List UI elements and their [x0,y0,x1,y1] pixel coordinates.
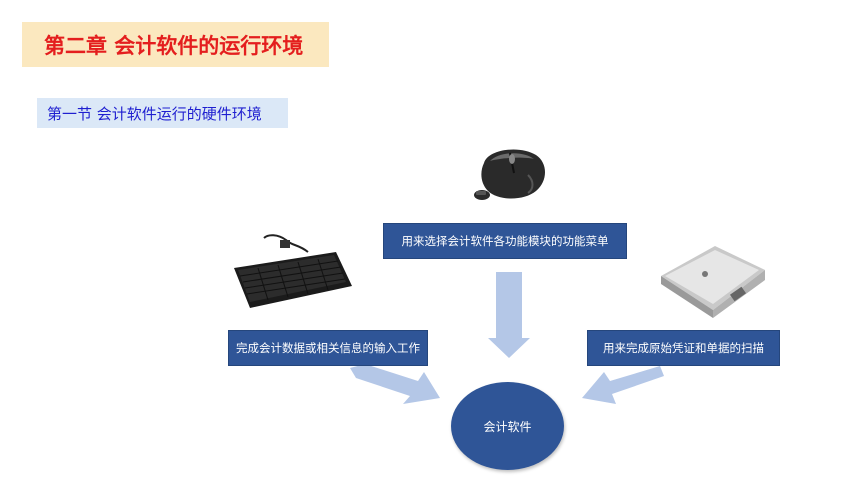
keyboard-image [228,234,354,314]
mouse-image [470,145,550,205]
accounting-software-ellipse: 会计软件 [451,382,564,470]
center-label: 会计软件 [483,419,532,434]
scanner-description-box: 用来完成原始凭证和单据的扫描 [587,330,780,366]
arrow-right-to-center [582,366,664,404]
arrow-left-to-center [350,364,440,404]
section-title: 第一节 会计软件运行的硬件环境 [37,98,288,128]
arrow-down [488,272,530,358]
mouse-description-box: 用来选择会计软件各功能模块的功能菜单 [383,223,627,259]
keyboard-description-box: 完成会计数据或相关信息的输入工作 [228,330,428,366]
chapter-title: 第二章 会计软件的运行环境 [22,22,329,67]
scanner-image [655,240,770,320]
